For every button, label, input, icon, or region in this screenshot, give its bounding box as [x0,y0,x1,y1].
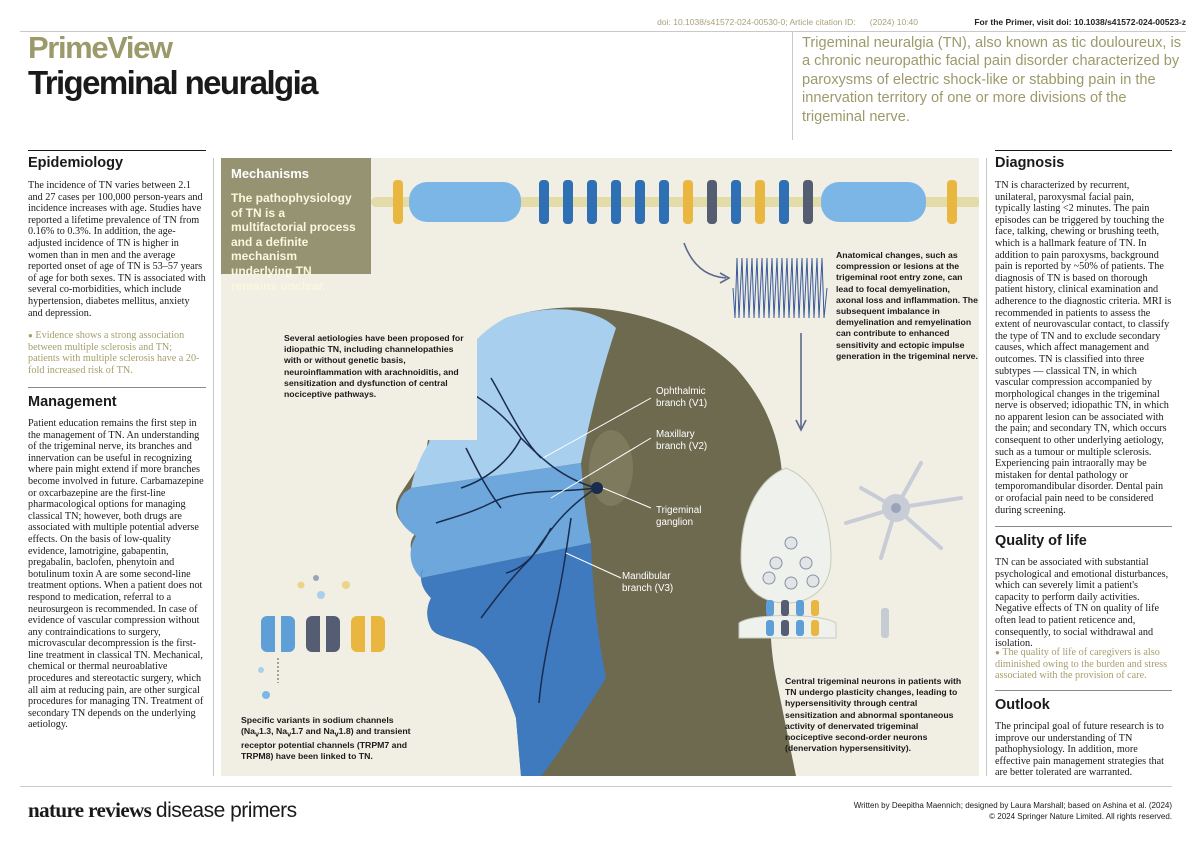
divider [995,150,1172,151]
intro-text: Trigeminal neuralgia (TN), also known as… [802,35,1182,125]
mechanisms-summary: The pathophysiology of TN is a multifact… [231,191,356,293]
quality-of-life-text: TN can be associated with substantial ps… [995,557,1169,650]
copyright-line: © 2024 Springer Nature Limited. All righ… [989,812,1172,822]
primer-doi-link[interactable]: For the Primer, visit doi: 10.1038/s4157… [974,17,1186,27]
credit-line: Written by Deepitha Maennich; designed b… [853,801,1172,810]
synapse [738,467,889,639]
journal-logo: nature reviews disease primers [28,798,297,822]
divider [995,526,1172,527]
face-region-v1 [411,309,616,488]
central-neurons-text: Central trigeminal neurons in patients w… [785,676,962,754]
outlook-heading: Outlook [995,697,1050,713]
outlook-text: The principal goal of future research is… [995,721,1164,779]
credits: Written by Deepitha Maennich; designed b… [854,800,1172,823]
management-heading: Management [28,394,117,410]
ear [589,430,633,506]
column-divider [986,158,987,776]
label-leaders [542,397,652,579]
action-potential-train [732,257,828,319]
channels-text: Specific variants in sodium channels (Na… [241,715,411,762]
management-text: Patient education remains the first step… [28,418,204,731]
top-bar: doi: 10.1038/s41572-024-00530-0; Article… [20,14,1186,32]
divider [28,150,206,151]
trigeminal-nerve [435,377,597,704]
quality-of-life-note: ● The quality of life of caregivers is a… [995,647,1168,682]
mechanisms-heading: Mechanisms [231,166,310,181]
page-title: Trigeminal neuralgia [28,64,319,101]
anatomical-changes-text: Anatomical changes, such as compression … [836,250,978,361]
article-doi: doi: 10.1038/s41572-024-00530-0; Article… [657,17,918,27]
footer-divider [20,786,1172,787]
series-title: PrimeView [28,30,173,65]
epidemiology-note: ● Evidence shows a strong association be… [28,330,200,376]
face-region-v3 [421,543,606,776]
intro-divider [792,32,793,140]
mechanisms-illustration [258,180,979,776]
aetiologies-text: Several aetiologies have been proposed f… [284,333,464,400]
aetiologies-callout: Several aetiologies have been proposed f… [269,322,477,440]
divider [995,690,1172,691]
epidemiology-heading: Epidemiology [28,155,124,171]
myelinated-axon [371,180,979,224]
column-divider [213,158,214,776]
mechanisms-panel: Mechanisms The pathophysiology of TN is … [221,158,979,776]
ion-channels [258,575,385,699]
divider [28,387,206,388]
quality-of-life-heading: Quality of life [995,533,1087,549]
epidemiology-text: The incidence of TN varies between 2.1 a… [28,180,206,319]
diagnosis-heading: Diagnosis [995,155,1065,171]
flow-arrow [683,242,727,279]
mechanisms-summary-box: Mechanisms The pathophysiology of TN is … [221,158,371,293]
trigeminal-ganglion-node [591,482,603,494]
diagnosis-text: TN is characterized by recurrent, unilat… [995,180,1172,516]
